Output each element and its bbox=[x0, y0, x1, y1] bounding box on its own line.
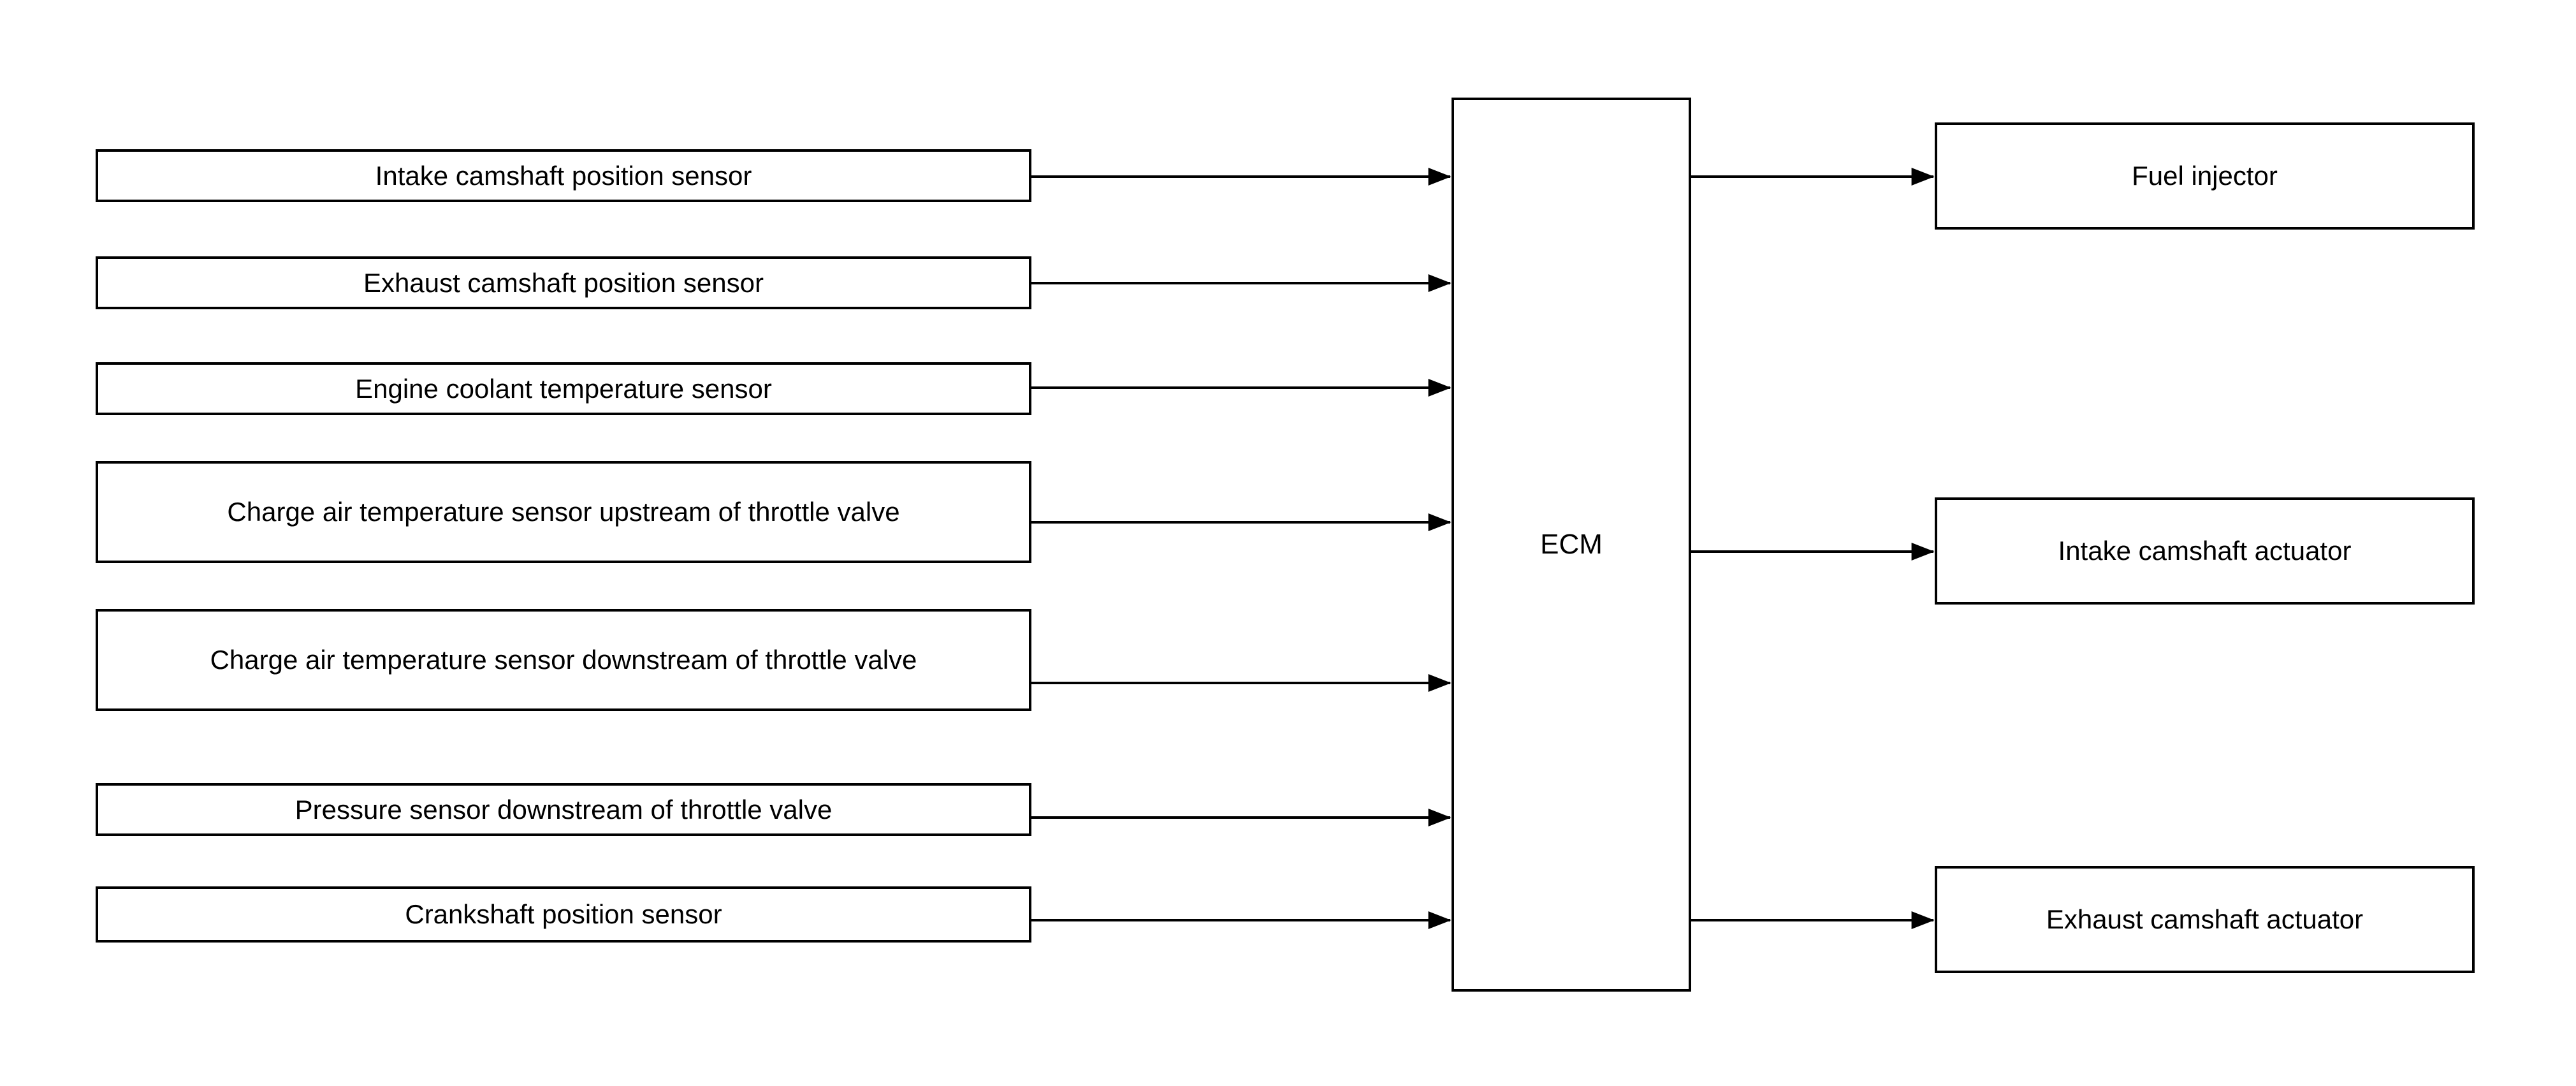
sensor-node[interactable]: Crankshaft position sensor bbox=[96, 886, 1031, 943]
sensor-node[interactable]: Intake camshaft position sensor bbox=[96, 149, 1031, 202]
sensor-node[interactable]: Pressure sensor downstream of throttle v… bbox=[96, 783, 1031, 836]
actuator-node[interactable]: Fuel injector bbox=[1935, 122, 2475, 230]
actuator-node-label: Fuel injector bbox=[2132, 161, 2278, 191]
input-connector-group bbox=[1031, 168, 1452, 929]
sensor-node[interactable]: Exhaust camshaft position sensor bbox=[96, 256, 1031, 309]
actuator-node-label: Intake camshaft actuator bbox=[2058, 536, 2352, 566]
sensor-node-label: Intake camshaft position sensor bbox=[375, 160, 752, 191]
sensor-node[interactable]: Charge air temperature sensor upstream o… bbox=[96, 461, 1031, 563]
actuator-node[interactable]: Exhaust camshaft actuator bbox=[1935, 866, 2475, 973]
ecm-node[interactable]: ECM bbox=[1452, 98, 1691, 992]
sensor-node-label: Charge air temperature sensor upstream o… bbox=[227, 497, 900, 527]
ecm-node-label: ECM bbox=[1540, 529, 1603, 561]
actuator-node[interactable]: Intake camshaft actuator bbox=[1935, 497, 2475, 605]
sensor-node-label: Pressure sensor downstream of throttle v… bbox=[295, 794, 833, 825]
actuator-node-label: Exhaust camshaft actuator bbox=[2046, 904, 2364, 935]
output-connector-group bbox=[1691, 168, 1935, 929]
sensor-node[interactable]: Charge air temperature sensor downstream… bbox=[96, 609, 1031, 711]
sensor-node[interactable]: Engine coolant temperature sensor bbox=[96, 362, 1031, 415]
sensor-node-label: Exhaust camshaft position sensor bbox=[363, 267, 764, 298]
sensor-node-label: Engine coolant temperature sensor bbox=[355, 373, 772, 404]
sensor-node-label: Charge air temperature sensor downstream… bbox=[210, 645, 917, 675]
sensor-node-label: Crankshaft position sensor bbox=[405, 899, 722, 930]
